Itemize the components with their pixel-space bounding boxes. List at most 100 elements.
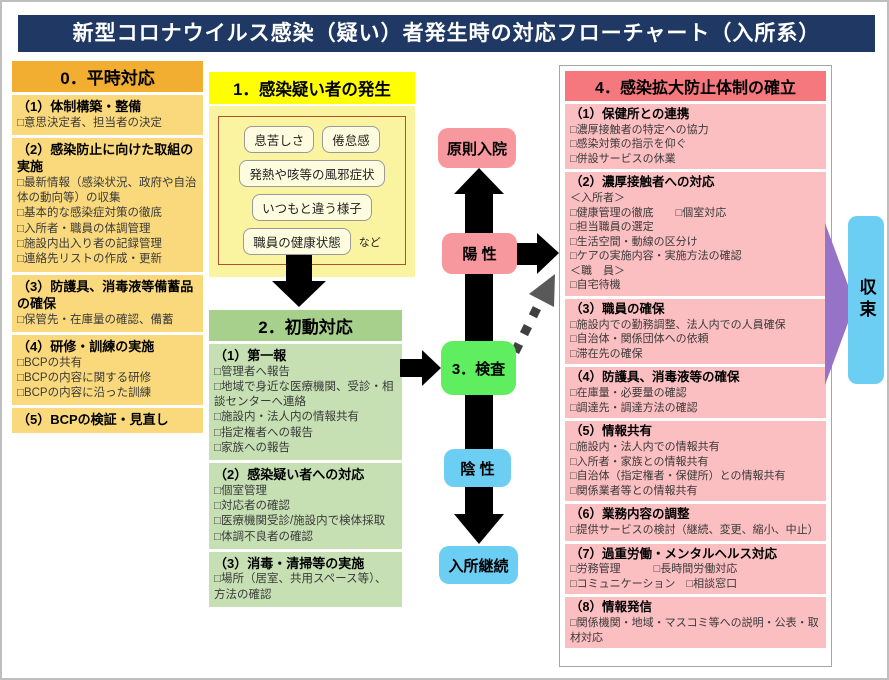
arrow-down-icon — [272, 281, 326, 307]
checklist-item: □感染対策の指示を仰ぐ — [570, 138, 687, 151]
checklist-item: □体調不良者の確認 — [214, 530, 313, 543]
checklist-item: □健康管理の徹底 □個室対応 — [570, 206, 727, 219]
checklist-item: □施設内・法人内での情報共有 — [570, 441, 720, 454]
section: （4）防護具、消毒液等の確保 □在庫量・必要量の確認 □調達先・調達方法の確認 — [565, 367, 826, 419]
section: （2）濃厚接触者への対応 ＜入所者＞ □健康管理の徹底 □個室対応 □担当職員の… — [565, 172, 826, 296]
panel-suspected-header: 1．感染疑い者の発生 — [209, 72, 415, 104]
checklist-item: □BCPの内容に関する研修 — [17, 371, 152, 384]
etc-label: など — [358, 236, 381, 249]
checklist-item: □施設内・法人内の情報共有 — [214, 411, 359, 424]
panel-initial-header: 2．初動対応 — [209, 310, 402, 341]
section-title: （2）感染防止に向けた取組の実施 — [17, 141, 194, 175]
checklist-item: □コミュニケーション □相談窓口 — [570, 577, 738, 590]
symptom-chip: 倦怠感 — [322, 126, 380, 153]
symptom-box: 息苦しさ 倦怠感 発熱や咳等の風邪症状 いつもと違う様子 職員の健康状態 など — [218, 116, 406, 265]
checklist-item: □指定権者への報告 — [214, 426, 313, 439]
panel-prevention-header: 4．感染拡大防止体制の確立 — [565, 71, 826, 101]
section-title: （3）消毒・清掃等の実施 — [214, 555, 365, 571]
section: （7）過重労働・メンタルヘルス対応 □労務管理 □長時間労働対応 □コミュニケー… — [565, 543, 826, 595]
section-title: （4）防護具、消毒液等の確保 — [570, 370, 740, 385]
section-title: （5）情報共有 — [570, 424, 652, 439]
section-title: （8）情報発信 — [570, 600, 652, 615]
checklist-item: □施設内での勤務調整、法人内での人員確保 — [570, 318, 786, 331]
convergence-label: 収束 — [848, 216, 884, 384]
section-title: （4）研修・訓練の実施 — [17, 338, 155, 354]
checklist-item: □担当職員の選定 — [570, 221, 654, 234]
checklist-item: □基本的な感染症対策の徹底 — [17, 207, 162, 220]
dotted-arrow-line — [510, 299, 545, 355]
checklist-item: □管理者へ報告 — [214, 365, 290, 378]
section: （3）職員の確保 □施設内での勤務調整、法人内での人員確保 □自治体・関係団体へ… — [565, 298, 826, 365]
section-title: （2）感染疑い者への対応 — [214, 467, 365, 483]
checklist-item: □地域で身近な医療機関、受診・相談センターへ連絡 — [214, 380, 394, 409]
checklist-item: □施設内出入り者の記録管理 — [17, 238, 162, 251]
section-title: （3）防護具、消毒液等備蓄品の確保 — [17, 278, 194, 312]
checklist-item: □関係業者等との情報共有 — [570, 484, 698, 497]
section-title: （2）濃厚接触者への対応 — [570, 175, 715, 190]
panel-prevention-system: 4．感染拡大防止体制の確立 （1）保健所との連携 □濃厚接触者の特定への協力 □… — [559, 65, 832, 667]
section: （2）感染疑い者への対応 □個室管理 □対応者の確認 □医療機関受診/施設内で検… — [209, 463, 402, 549]
section: （2）感染防止に向けた取組の実施 □最新情報（感染状況、政府や自治体の動向等）の… — [12, 137, 203, 272]
node-negative: 陰 性 — [444, 449, 511, 487]
checklist-item: □在庫量・必要量の確認 — [570, 387, 687, 400]
panel-routine-header: 0．平時対応 — [12, 61, 203, 92]
checklist-item: □併設サービスの休業 — [570, 152, 676, 165]
symptom-chip: 発熱や咳等の風邪症状 — [239, 160, 385, 187]
arrow-right-icon — [422, 350, 441, 386]
dotted-arrow-head-icon — [529, 274, 555, 307]
node-test: 3．検査 — [441, 341, 516, 395]
section-title: （3）職員の確保 — [570, 301, 665, 316]
arrow-down-shaft — [286, 255, 312, 282]
section-title: （5）BCPの検証・見直し — [17, 412, 169, 428]
flow-arrows — [400, 168, 559, 544]
section: （6）業務内容の調整 □提供サービスの検討（継続、変更、縮小、中止） — [565, 504, 826, 541]
panel-routine-response: 0．平時対応 （1）体制構築・整備 □意思決定者、担当者の決定 （2）感染防止に… — [12, 61, 203, 436]
symptom-chip: 職員の健康状態 — [243, 228, 351, 255]
checklist-item: □BCPの内容に沿った訓練 — [17, 387, 152, 400]
page-title: 新型コロナウイルス感染（疑い）者発生時の対応フローチャート（入所系） — [18, 15, 875, 52]
checklist-item: □労務管理 □長時間労働対応 — [570, 563, 738, 576]
arrow-right-icon — [537, 233, 559, 274]
section: （8）情報発信 □関係機関・地域・マスコミ等への説明・公表・取材対応 — [565, 597, 826, 649]
section-title: （1）保健所との連携 — [570, 107, 690, 121]
section-title: （1）第一報 — [214, 348, 287, 363]
checklist-item: □家族への報告 — [214, 441, 290, 454]
checklist-item: □自宅待機 — [570, 279, 621, 292]
checklist-item: □ケアの実施内容・実施方法の確認 — [570, 250, 742, 263]
checklist-item: □場所（居室、共用スペース等）、方法の確認 — [214, 573, 387, 601]
panel-suspected-case: 1．感染疑い者の発生 息苦しさ 倦怠感 発熱や咳等の風邪症状 いつもと違う様子 … — [209, 72, 415, 277]
symptom-chip: 息苦しさ — [244, 126, 315, 153]
checklist-item: □最新情報（感染状況、政府や自治体の動向等）の収集 — [17, 176, 197, 205]
node-positive: 陽 性 — [442, 233, 517, 274]
section-title: （1）体制構築・整備 — [17, 99, 142, 114]
node-hospitalization: 原則入院 — [438, 128, 516, 168]
section: （5）情報共有 □施設内・法人内での情報共有 □入所者・家族との情報共有 □自治… — [565, 421, 826, 502]
checklist-item: □個室管理 — [214, 484, 267, 497]
symptom-chip: いつもと違う様子 — [252, 194, 372, 221]
checklist-item: □自治体（指定権者・保健所）との情報共有 — [570, 470, 786, 483]
checklist-item: □生活空間・動線の区分け — [570, 235, 698, 248]
checklist-item: □BCPの共有 — [17, 356, 83, 369]
checklist-item: □医療機関受診/施設内で検体採取 — [214, 515, 386, 528]
checklist-item: □保管先・在庫量の確認、備蓄 — [17, 313, 174, 326]
checklist-item: □対応者の確認 — [214, 500, 290, 513]
section: （1）体制構築・整備 □意思決定者、担当者の決定 — [12, 95, 203, 135]
section-title: （7）過重労働・メンタルヘルス対応 — [570, 546, 777, 561]
section: （1）第一報 □管理者へ報告 □地域で身近な医療機関、受診・相談センターへ連絡 … — [209, 344, 402, 461]
checklist-item: □滞在先の確保 — [570, 347, 643, 360]
section: （1）保健所との連携 □濃厚接触者の特定への協力 □感染対策の指示を仰ぐ □併設… — [565, 104, 826, 170]
section: （3）防護具、消毒液等備蓄品の確保 □保管先・在庫量の確認、備蓄 — [12, 274, 203, 332]
checklist-item: □濃厚接触者の特定への協力 — [570, 123, 709, 136]
node-stay: 入所継続 — [439, 546, 518, 584]
checklist-item: ＜職 員＞ — [570, 264, 625, 277]
arrow-down-icon — [454, 514, 504, 544]
checklist-item: □関係機関・地域・マスコミ等への説明・公表・取材対応 — [570, 617, 819, 644]
checklist-item: ＜入所者＞ — [570, 192, 625, 205]
panel-initial-response: 2．初動対応 （1）第一報 □管理者へ報告 □地域で身近な医療機関、受診・相談セ… — [209, 310, 402, 610]
section: （3）消毒・清掃等の実施 □場所（居室、共用スペース等）、方法の確認 — [209, 551, 402, 608]
checklist-item: □意思決定者、担当者の決定 — [17, 116, 162, 129]
section: （4）研修・訓練の実施 □BCPの共有 □BCPの内容に関する研修 □BCPの内… — [12, 334, 203, 406]
section-title: （6）業務内容の調整 — [570, 507, 690, 522]
checklist-item: □調達先・調達方法の確認 — [570, 401, 698, 414]
